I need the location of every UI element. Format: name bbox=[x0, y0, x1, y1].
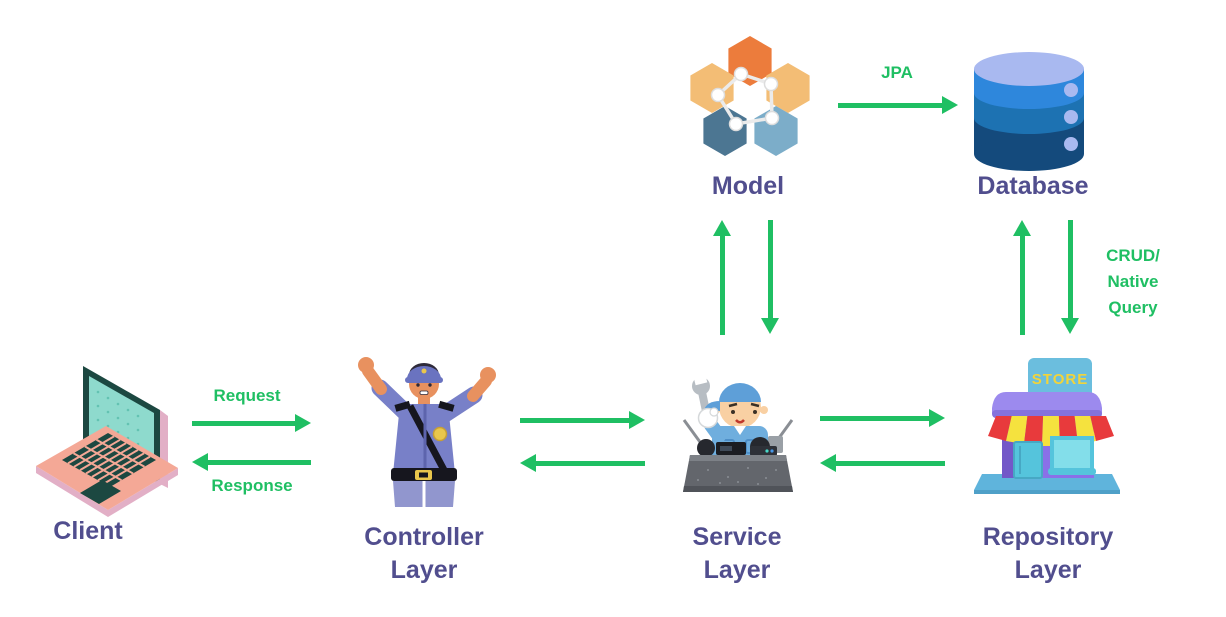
laptop-icon bbox=[36, 366, 178, 517]
store-sign-text: STORE bbox=[1032, 371, 1088, 388]
arrow-repository-to-database bbox=[1013, 220, 1031, 335]
request-label: Request bbox=[213, 386, 281, 405]
database-label: Database bbox=[977, 172, 1089, 200]
arrow-repository-to-service bbox=[820, 454, 945, 472]
controller-layer-label: Controller Layer bbox=[364, 523, 484, 584]
arrow-client-to-controller bbox=[192, 414, 311, 432]
arrow-service-to-model bbox=[713, 220, 731, 335]
arrow-service-to-repository bbox=[820, 409, 945, 427]
model-label: Model bbox=[711, 172, 785, 200]
traffic-police-officer-icon bbox=[358, 357, 496, 507]
arrow-model-to-service bbox=[761, 220, 779, 334]
response-label: Response bbox=[211, 476, 293, 495]
database-cylinder-icon bbox=[974, 52, 1084, 171]
client-label: Client bbox=[53, 517, 123, 545]
repository-layer-label: Repository Layer bbox=[982, 523, 1114, 584]
arrow-service-to-controller bbox=[520, 454, 645, 472]
crud-native-query-label: CRUD/ Native Query bbox=[1106, 246, 1160, 317]
hexagon-molecule-icon bbox=[690, 36, 810, 156]
mechanic-workbench-icon bbox=[682, 371, 794, 492]
store-icon: STORE bbox=[974, 358, 1120, 494]
arrow-database-to-repository bbox=[1061, 220, 1079, 334]
service-layer-label: Service Layer bbox=[692, 523, 782, 584]
arrow-model-to-database bbox=[838, 96, 958, 114]
arrow-controller-to-service bbox=[520, 411, 645, 429]
arrow-controller-to-client bbox=[192, 453, 311, 471]
jpa-label: JPA bbox=[881, 63, 913, 82]
